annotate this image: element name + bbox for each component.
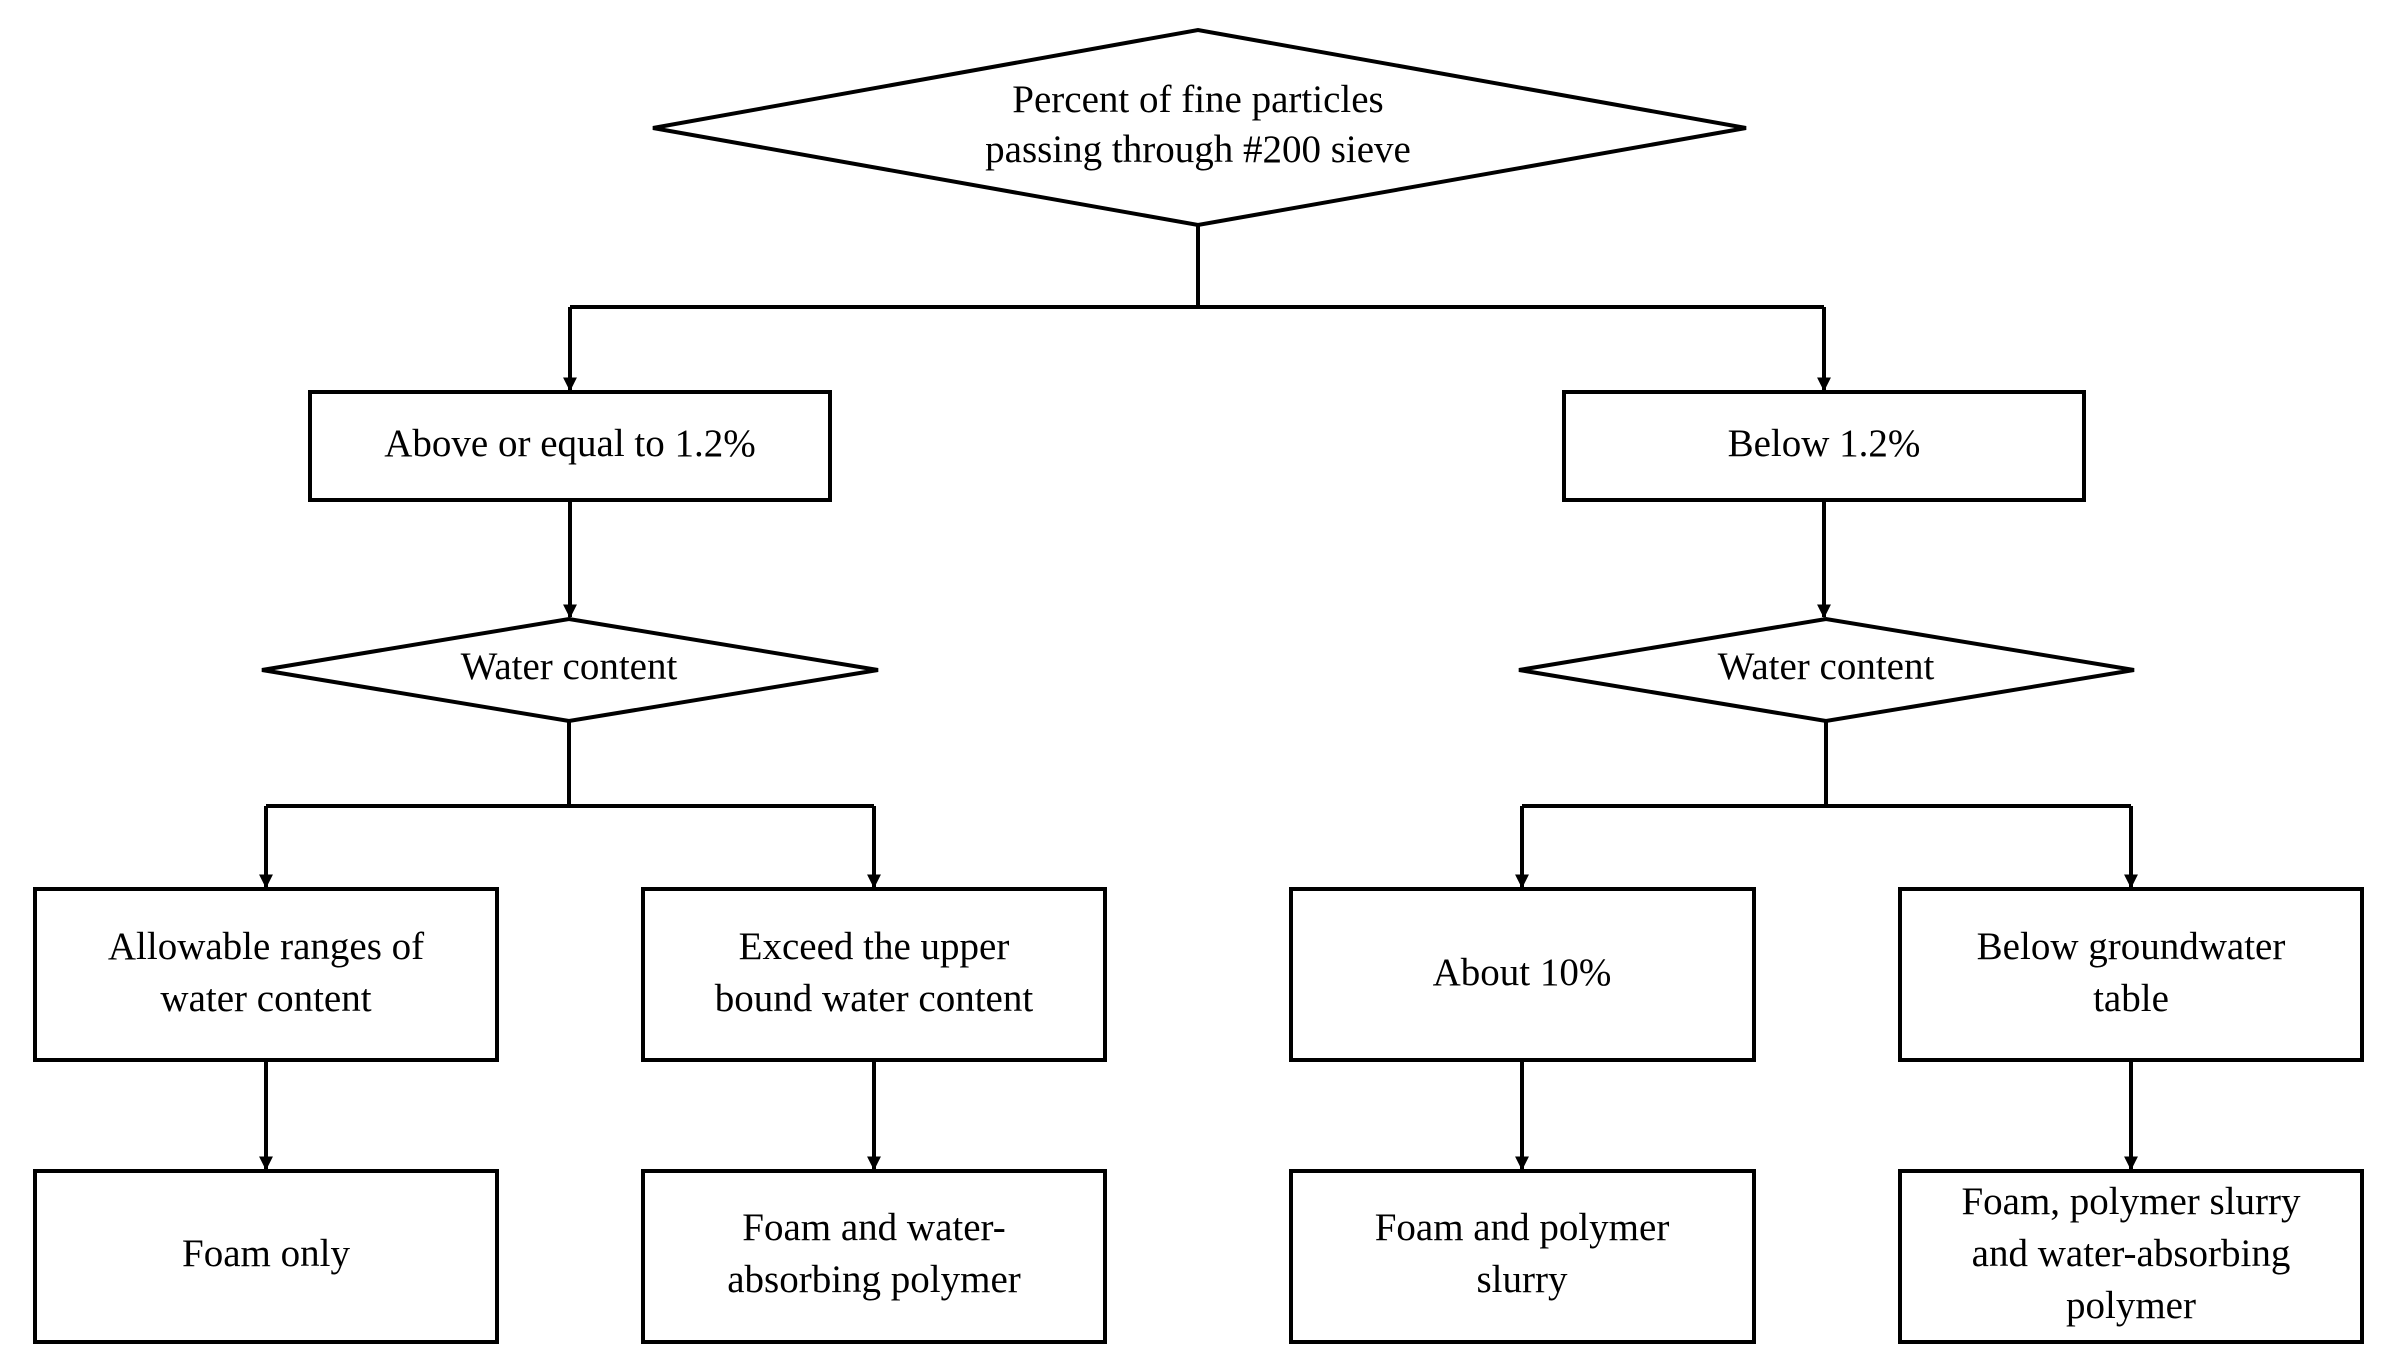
right-case2-result-label-line: and water-absorbing: [1972, 1232, 2291, 1275]
left-water-content-diamond: [261, 616, 879, 724]
root-decision-label-line: passing through #200 sieve: [985, 128, 1411, 171]
right-case2-condition-label: Below groundwater table: [1977, 925, 2286, 1020]
left-case1-condition-label-line: Allowable ranges of: [108, 925, 424, 968]
right-water-content-label: Water content: [1718, 645, 1935, 688]
left-condition-label-line: Above or equal to 1.2%: [384, 422, 756, 465]
right-condition-label-line: Below 1.2%: [1728, 422, 1921, 465]
left-case2-result-label-line: Foam and water-: [742, 1206, 1005, 1249]
right-case1-condition-box: [1289, 887, 1756, 1062]
right-case1-result-label-line: Foam and polymer: [1375, 1206, 1670, 1249]
right-case2-result-label: Foam, polymer slurry and water-absorbing p…: [1961, 1180, 2301, 1327]
right-case2-condition-label-line: table: [2093, 977, 2169, 1020]
right-case1-result-label: Foam and polymer slurry: [1375, 1206, 1670, 1301]
left-case2-condition-label-line: Exceed the upper: [739, 925, 1010, 968]
left-case1-result-box: [33, 1169, 499, 1344]
right-case1-result-label-line: slurry: [1477, 1258, 1568, 1301]
root-decision-label: Percent of fine particles passing through…: [985, 78, 1411, 171]
left-case2-condition-label: Exceed the upper bound water content: [715, 925, 1034, 1020]
right-case2-condition-label-line: Below groundwater: [1977, 925, 2286, 968]
left-case1-result-label-line: Foam only: [182, 1232, 350, 1275]
left-case2-result-box: [641, 1169, 1107, 1344]
left-case2-result-label-line: absorbing polymer: [727, 1258, 1021, 1301]
right-case2-result-box: [1898, 1169, 2364, 1344]
left-condition-label: Above or equal to 1.2%: [384, 422, 756, 465]
left-case1-condition-box: [33, 887, 499, 1062]
left-case1-condition-label-line: water content: [160, 977, 371, 1020]
left-water-content-label: Water content: [461, 645, 678, 688]
left-case1-condition-label: Allowable ranges of water content: [108, 925, 424, 1020]
right-case1-condition-label-line: About 10%: [1433, 951, 1612, 994]
right-condition-box: [1562, 390, 2086, 502]
right-case2-result-label-line: polymer: [2066, 1284, 2196, 1327]
root-decision-label-line: Percent of fine particles: [1012, 78, 1383, 121]
left-case2-result-label: Foam and water-absorbing polymer: [727, 1206, 1021, 1301]
right-water-content-label-line: Water content: [1718, 645, 1935, 688]
right-case2-result-label-line: Foam, polymer slurry: [1961, 1180, 2301, 1223]
right-case1-condition-label: About 10%: [1433, 951, 1612, 994]
root-decision-diamond: [652, 27, 1747, 228]
left-case2-condition-box: [641, 887, 1107, 1062]
connectors: [259, 225, 2138, 1171]
left-water-content-label-line: Water content: [461, 645, 678, 688]
right-case1-result-box: [1289, 1169, 1756, 1344]
right-condition-label: Below 1.2%: [1728, 422, 1921, 465]
left-case2-condition-label-line: bound water content: [715, 977, 1034, 1020]
right-water-content-diamond: [1518, 616, 2135, 724]
left-condition-box: [308, 390, 832, 502]
right-case2-condition-box: [1898, 887, 2364, 1062]
left-case1-result-label: Foam only: [182, 1232, 350, 1275]
